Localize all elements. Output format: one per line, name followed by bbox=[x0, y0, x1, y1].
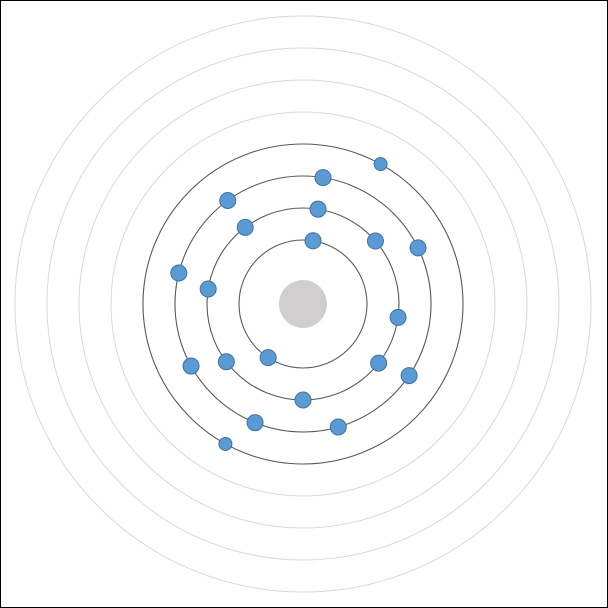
electron-shell-1-2 bbox=[259, 349, 277, 367]
shell-1 bbox=[238, 239, 368, 369]
shell-6-empty bbox=[78, 79, 528, 529]
electron-shell-2-3 bbox=[199, 280, 217, 298]
electron-shell-4-2 bbox=[218, 436, 233, 451]
shells-layer bbox=[14, 15, 592, 593]
electron-shell-2-6 bbox=[370, 354, 388, 372]
shell-3 bbox=[174, 175, 432, 433]
electron-shell-3-7 bbox=[400, 367, 418, 385]
electron-shell-3-6 bbox=[329, 418, 347, 436]
electron-shell-2-4 bbox=[217, 353, 235, 371]
electron-shell-2-2 bbox=[236, 218, 254, 236]
electrons-layer bbox=[170, 157, 427, 451]
electron-shell-3-2 bbox=[219, 191, 237, 209]
electron-shell-2-7 bbox=[389, 308, 407, 326]
electron-shell-2-8 bbox=[366, 232, 384, 250]
electron-shell-4-1 bbox=[373, 157, 388, 172]
electron-shell-3-3 bbox=[170, 264, 188, 282]
shell-7-empty bbox=[46, 47, 560, 561]
electron-shell-2-5 bbox=[294, 391, 312, 409]
electron-shell-3-5 bbox=[246, 414, 264, 432]
electron-shell-2-1 bbox=[309, 200, 327, 218]
electron-shell-1-1 bbox=[304, 232, 322, 250]
electron-shell-3-4 bbox=[182, 357, 200, 375]
shell-8-empty bbox=[14, 15, 592, 593]
electron-shell-3-8 bbox=[409, 239, 427, 257]
electron-shell-3-1 bbox=[314, 169, 332, 187]
shell-4 bbox=[142, 143, 464, 465]
shell-5-empty bbox=[110, 111, 496, 497]
nucleus bbox=[279, 280, 327, 328]
